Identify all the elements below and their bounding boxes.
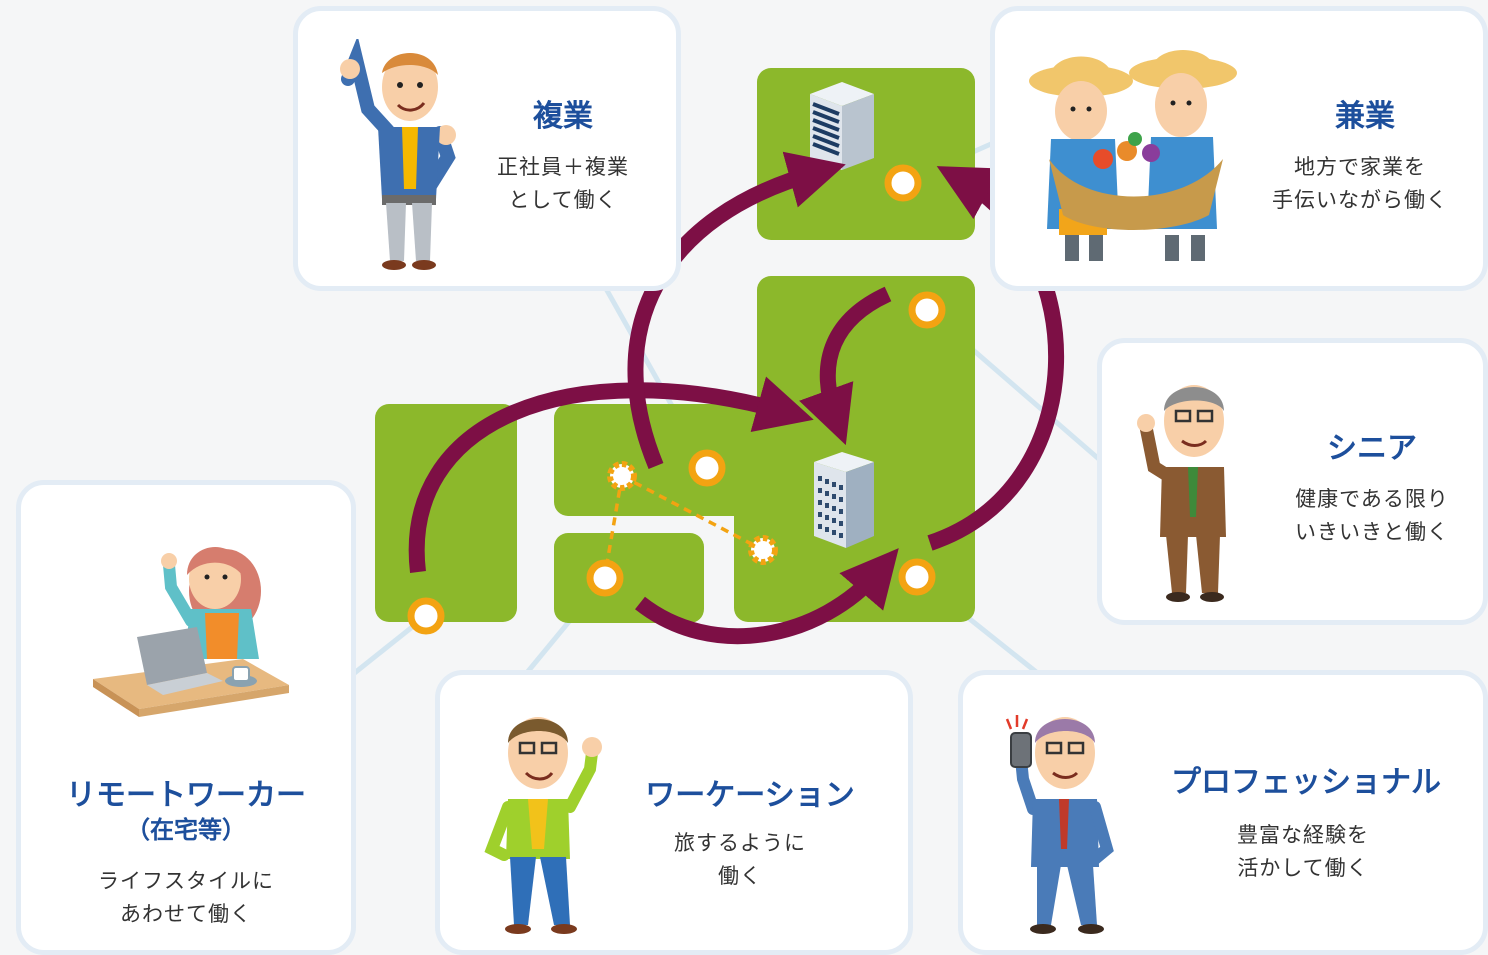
workation-pins [607,461,778,565]
card-line-1: 地方で家業を [1294,155,1426,179]
card-senior: シニア 健康である限り いきいきと働く [1097,338,1488,625]
farmer-couple-icon [1029,50,1237,261]
woman-with-laptop-icon [93,547,289,717]
card-line-1: 旅するように [674,831,806,855]
card-title: 兼業 [1335,99,1395,134]
card-line-2: 活かして働く [1237,856,1369,880]
businessman-fist-pump-icon [340,39,456,270]
card-title: 複業 [533,99,593,134]
card-workation: ワーケーション 旅するように 働く [435,670,913,955]
man-waving-icon [484,717,602,934]
card-title: リモートワーカー [66,778,306,813]
card-professional: プロフェッショナル 豊富な経験を 活かして働く [958,670,1488,955]
senior-businessman-icon [1137,385,1226,602]
card-title: ワーケーション [645,778,855,813]
card-line-1: 豊富な経験を [1237,823,1369,847]
card-title: プロフェッショナル [1171,765,1441,800]
card-subtitle: （在宅等） [126,816,246,844]
card-line-2: いきいきと働く [1295,520,1449,544]
card-kengyo: 兼業 地方で家業を 手伝いながら働く [990,6,1488,291]
card-line-2: 手伝いながら働く [1272,188,1448,212]
location-pins [407,164,946,635]
workation-route [603,474,764,576]
card-line-1: 健康である限り [1295,487,1449,511]
card-line-2: あわせて働く [120,902,252,926]
card-fukugyo: 複業 正社員＋複業 として働く [293,6,681,291]
card-line-2: 働く [718,864,762,888]
card-remote: リモートワーカー （在宅等） ライフスタイルに あわせて働く [16,480,356,955]
card-line-2: として働く [508,188,618,212]
card-line-1: 正社員＋複業 [497,155,629,179]
office-building-icon [810,82,874,170]
hq-building-icon [814,452,874,548]
man-with-smartphone-icon [1005,715,1114,934]
card-line-1: ライフスタイルに [98,869,274,893]
card-title: シニア [1327,431,1417,466]
